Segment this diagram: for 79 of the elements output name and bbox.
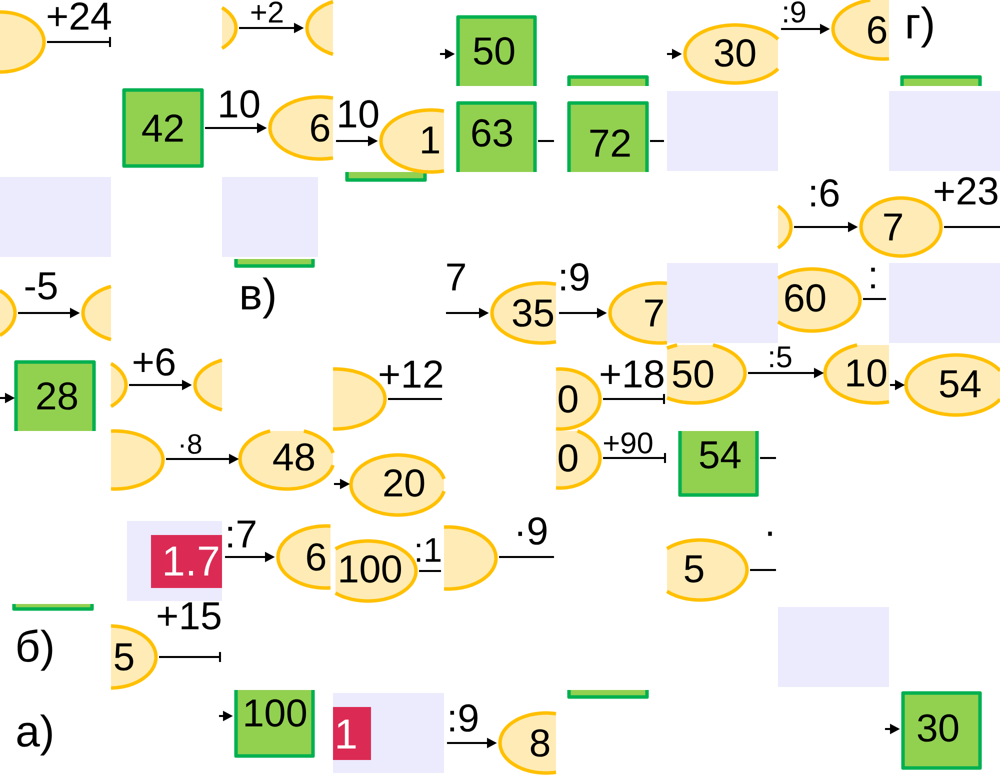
edge-label: :9 [450,704,478,732]
line [46,36,111,48]
oval: 30 [683,23,780,85]
line [650,140,664,142]
line [602,452,666,464]
edge-label: :1 [416,538,441,562]
line [158,651,221,663]
line [499,556,554,558]
oval [442,525,498,591]
oval [777,204,793,250]
edge-label: :6 [811,179,839,207]
oval: 8 [498,711,557,775]
item-letter: а) [17,714,52,756]
oval: 60 [776,267,862,333]
edge-label: ·8 [180,434,202,454]
number-box: 72 [567,101,649,172]
number-box: 100 [234,690,315,758]
number-box: 28 [14,360,96,431]
oval [109,362,128,408]
oval [221,6,238,50]
oval: 48 [238,429,335,491]
oval: 50 [665,343,747,405]
edge-label: +24 [48,2,111,30]
oval [0,10,46,74]
edge-label: :5 [770,346,792,368]
item-letter: в) [242,278,274,318]
oval: 20 [349,453,446,517]
highlight-box: 1.7 [151,535,222,588]
edge-label: +2 [251,2,283,22]
line [760,457,776,459]
item-letter: г) [908,6,933,48]
edge-label: +90 [604,432,652,454]
oval: 100 [334,539,418,603]
line [944,226,1000,228]
oval: 10 [823,343,890,405]
oval: 0 [555,367,602,431]
line [419,570,441,572]
oval [0,289,17,337]
number-box: 30 [901,691,982,770]
oval [193,358,222,412]
line [863,298,886,300]
oval: 6 [276,524,332,590]
edge-label: ·9 [518,517,546,545]
oval: 1 [379,108,444,174]
line [538,140,554,142]
edge-label: -5 [25,272,57,300]
blank-tile [667,263,778,343]
edge-label: +12 [380,360,442,388]
number-box: 63 [456,101,537,172]
line [602,393,665,405]
oval: 6 [268,95,334,161]
edge-label: 10 [339,100,378,128]
oval: 5 [110,624,158,690]
edge-label: :7 [228,520,256,548]
edge-label: +18 [600,360,664,388]
edge-label: 10 [220,90,260,118]
edge-label: 7 [447,264,465,290]
oval [305,0,334,56]
oval: 35 [490,281,558,345]
oval: 6 [831,0,891,61]
number-box: 42 [122,88,204,168]
edge-label: +6 [134,348,175,376]
line [388,398,442,400]
edge-label: :9 [561,263,588,291]
item-letter: б) [18,629,52,671]
edge-label: :9 [784,1,806,23]
oval: 7 [608,281,668,345]
oval: 5 [666,538,749,602]
line [750,569,776,571]
number-box: 54 [678,431,759,497]
edge-label: +15 [158,602,220,630]
oval: 54 [904,353,1000,417]
oval [81,284,112,342]
oval: 0 [555,429,602,490]
edge-label: · [768,532,772,536]
number-box: 50 [456,15,537,86]
highlight-box: 1 [333,707,371,760]
oval [109,429,165,491]
edge-label: : [871,268,875,288]
